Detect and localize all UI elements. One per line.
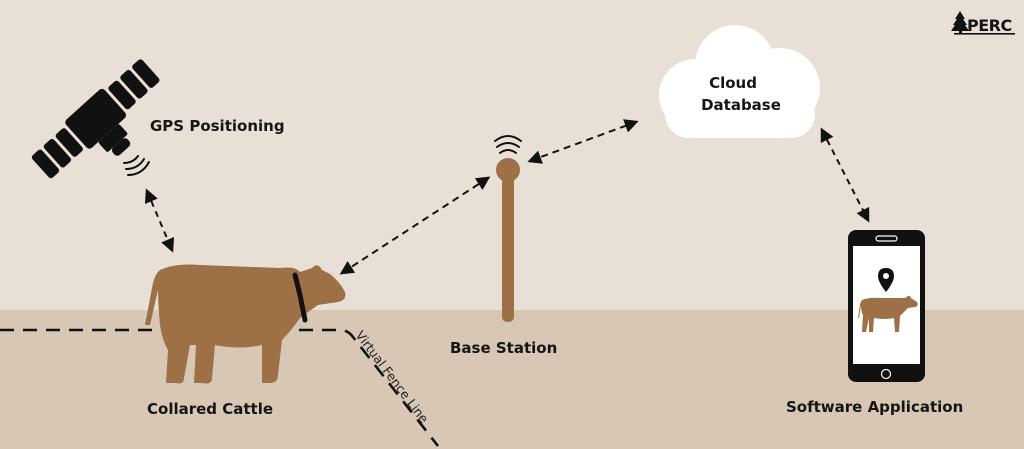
app-cow-icon [858, 295, 918, 332]
connector-cattle-base [339, 176, 491, 275]
cloud-label-line1: Cloud [709, 74, 757, 92]
logo-underline [954, 33, 1015, 35]
cow-icon [145, 264, 346, 384]
satellite-signal-icon [123, 155, 150, 176]
app-label: Software Application [786, 398, 963, 416]
satellite-icon [31, 59, 160, 179]
pine-tree-icon [951, 11, 969, 34]
gps-label: GPS Positioning [150, 117, 285, 135]
base-label: Base Station [450, 339, 557, 357]
cattle-label: Collared Cattle [147, 400, 273, 418]
cloud-icon [659, 25, 820, 138]
connector-base-cloud [527, 119, 639, 164]
virtual-fence-line [0, 328, 440, 447]
cow-collar [292, 272, 308, 323]
connector-cloud-app [820, 127, 870, 223]
antenna-tower-icon [496, 158, 520, 322]
base-signal-icon [494, 135, 522, 154]
logo-text: PERC [967, 16, 1012, 35]
cloud-label-line2: Database [701, 96, 781, 114]
perc-logo: PERC [951, 11, 1015, 35]
location-pin-icon [878, 268, 894, 292]
